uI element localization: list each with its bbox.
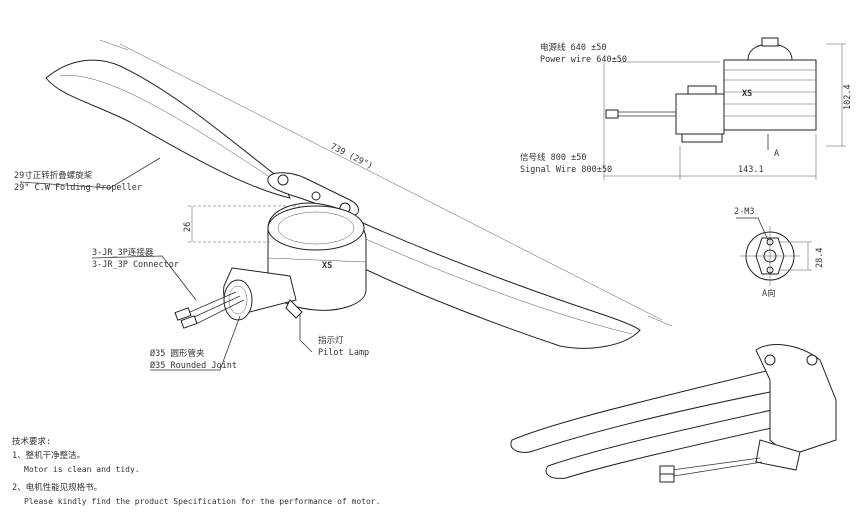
notes-title: 技术要求: — [12, 436, 51, 447]
propeller-blade-right — [337, 211, 641, 349]
view-a-marker: A — [774, 149, 779, 159]
lamp-label-cn: 指示灯 — [318, 335, 344, 346]
signal-wire-en: Signal Wire 800±50 — [520, 165, 612, 175]
power-wire-en: Power wire 640±50 — [540, 55, 627, 65]
lamp-label-en: Pilot Lamp — [318, 348, 369, 358]
brand-logo: XS — [322, 261, 332, 271]
span-dimension: 739 (29") — [329, 142, 375, 172]
connector-label-cn: 3-JR_3P连接器 — [92, 247, 154, 258]
view-a-detail: 28.4 — [736, 217, 825, 286]
view-a-caption: A向 — [762, 288, 776, 299]
connector-wires — [189, 291, 245, 325]
folded-blade-lower — [545, 405, 799, 479]
folded-propeller-view — [510, 344, 837, 483]
folded-blade-upper — [510, 369, 781, 453]
joint-label-cn: Ø35 圆形管夹 — [150, 348, 205, 359]
signal-wire-cn: 信号线 800 ±50 — [520, 152, 586, 163]
connector-label-en: 3-JR_3P Connector — [92, 260, 179, 270]
joint-label-en: Ø35 Rounded Joint — [150, 360, 237, 371]
note-2-cn: 2、电机性能见规格书。 — [12, 482, 102, 493]
propeller-label-en: 29" C.W Folding Propeller — [14, 183, 142, 193]
jr-connector-plug — [174, 307, 192, 321]
m3-holes-label: 2-M3 — [734, 207, 754, 217]
motor-side-view: XS 102.4 143.1 A — [603, 37, 853, 180]
dimension-28: 28.4 — [815, 248, 825, 268]
note-2-en: Please kindly find the product Specifica… — [24, 497, 380, 506]
length-dimension-143: 143.1 — [738, 165, 764, 175]
note-1-en: Motor is clean and tidy. — [24, 465, 140, 474]
height-dimension-102: 102.4 — [843, 84, 853, 110]
note-1-cn: 1、整机干净整洁。 — [12, 450, 85, 461]
side-view-brand: XS — [742, 89, 752, 99]
propeller-label-cn: 29寸正转折叠螺旋桨 — [14, 170, 93, 181]
main-propeller-view: XS 739 (29") 26 — [19, 39, 673, 371]
height-dimension-26: 26 — [183, 222, 193, 232]
power-wire-cn: 电源线 640 ±50 — [540, 42, 606, 53]
